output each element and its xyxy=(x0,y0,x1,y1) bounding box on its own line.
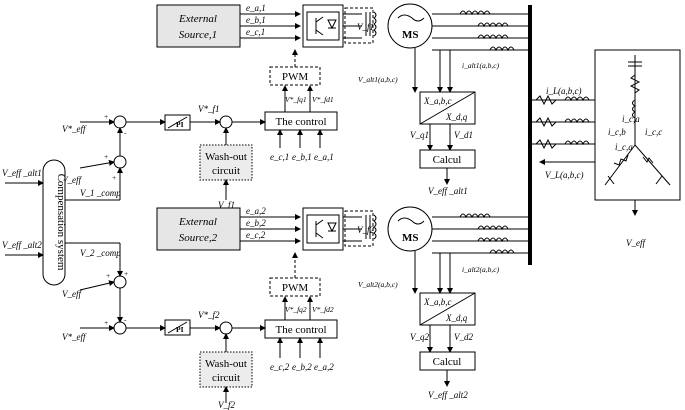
external-source-1-label-line1: External xyxy=(178,13,217,25)
vf1-ref-label: V*_f1 xyxy=(198,104,220,114)
vf1-bottom-label: V_f1 xyxy=(218,200,235,210)
washout-1-box xyxy=(199,144,253,181)
v-eff-alt1-label: V_eff _alt1 xyxy=(428,186,468,196)
i-ca-top-label: i_c,a xyxy=(622,114,640,124)
ms1-label: MS xyxy=(402,29,419,41)
v1-comp-label: V_1 _comp xyxy=(80,188,121,198)
ec2-label: e_c,2 xyxy=(270,362,290,372)
summer-6 xyxy=(219,321,233,335)
ms1-motor xyxy=(387,3,433,49)
vfq1-label: V*_fq1 xyxy=(285,95,307,104)
summer-3 xyxy=(219,115,233,129)
e-b2-label: e_b,2 xyxy=(246,218,266,228)
washout-2-box xyxy=(199,351,253,388)
pi-2-label: PI xyxy=(176,325,184,334)
transform2-xdq: X_d,q xyxy=(445,313,468,323)
v-eff-1: V_eff xyxy=(62,175,82,185)
v-eff-2: V_eff xyxy=(62,289,82,299)
calcul-2-label: Calcul xyxy=(433,356,462,368)
eb2-label: e_b,2 xyxy=(292,362,312,372)
v-eff-alt1-input: V_eff _alt1 xyxy=(2,168,42,178)
washout-2-line1: Wash-out xyxy=(205,358,247,370)
ms2-motor xyxy=(387,206,433,252)
v-eff-alt2-input: V_eff _alt2 xyxy=(2,240,42,250)
ea2-label: e_a,2 xyxy=(314,362,334,372)
ms1-sine-icon xyxy=(397,14,425,22)
v2-comp-label: V_2 _comp xyxy=(80,248,121,258)
ms2-label: MS xyxy=(402,232,419,244)
vf2-ref-label: V*_f2 xyxy=(198,310,220,320)
pwm-2-label: PWM xyxy=(282,282,309,294)
minus-2: - xyxy=(124,315,127,324)
vd2-label: V_d2 xyxy=(454,332,473,342)
compensation-system-box xyxy=(42,159,66,286)
ec1-label: e_c,1 xyxy=(270,152,289,162)
plus-3: + xyxy=(112,173,116,182)
vq1-label: V_q1 xyxy=(410,130,429,140)
vfq2-label: V*_fq2 xyxy=(285,305,307,314)
compensation-system-label: Compensation system xyxy=(55,174,67,271)
eb1-label: e_b,1 xyxy=(292,152,312,162)
plus-6: + xyxy=(104,318,108,327)
i-alt1-label: i_alt1(a,b,c) xyxy=(462,61,500,70)
e-a1-label: e_a,1 xyxy=(246,3,266,13)
load-box xyxy=(594,49,681,201)
ea1-label: e_a,1 xyxy=(314,152,334,162)
control-2-label: The control xyxy=(275,324,326,336)
external-source-2-label-line2: Source,2 xyxy=(179,232,218,244)
transform1-xabc: X_a,b,c xyxy=(423,96,452,106)
vq2-label: V_q2 xyxy=(410,332,429,342)
plus-2: + xyxy=(104,152,108,161)
pwm-1-label: PWM xyxy=(282,71,309,83)
minus-1: - xyxy=(124,128,127,137)
converter-2-inner xyxy=(306,214,340,244)
plus-1: + xyxy=(104,112,108,121)
i-alt2-label: i_alt2(a,b,c) xyxy=(462,265,500,274)
plus-4: + xyxy=(106,271,110,280)
summer-1 xyxy=(113,115,127,129)
v-load-label: V_L(a,b,c) xyxy=(545,170,584,180)
external-source-1-label-line2: Source,1 xyxy=(179,29,217,41)
v-alt1-label: V_alt1(a,b,c) xyxy=(358,75,398,84)
v-eff-ref-1: V*_eff xyxy=(62,124,87,134)
v-eff-ref-2: V*_eff xyxy=(62,332,87,342)
i-cc-label: i_c,c xyxy=(645,127,662,137)
vfd1-label: V*_fd1 xyxy=(312,95,334,104)
i-load-label: i_L(a,b,c) xyxy=(546,86,582,96)
ms2-sine-icon xyxy=(397,217,425,225)
external-source-2-label-line1: External xyxy=(178,216,217,228)
transform1-xdq: X_d,q xyxy=(445,112,468,122)
e-b1-label: e_b,1 xyxy=(246,15,266,25)
vf2-bottom-label: V_f2 xyxy=(218,400,235,410)
pi-1-label: PI xyxy=(176,120,184,129)
external-source-2-box xyxy=(156,207,241,251)
plus-5: + xyxy=(124,269,128,278)
e-a2-label: e_a,2 xyxy=(246,206,266,216)
v-eff-load-label: V_eff xyxy=(626,238,646,248)
calcul-1-label: Calcul xyxy=(433,154,462,166)
control-1-label: The control xyxy=(275,116,326,128)
i-ca-label: i_c,a xyxy=(615,142,633,152)
washout-1-line1: Wash-out xyxy=(205,151,247,163)
washout-2-line2: circuit xyxy=(212,372,240,384)
e-c1-label: e_c,1 xyxy=(246,27,265,37)
i-cb-label: i_c,b xyxy=(608,127,626,137)
v-alt2-label: V_alt2(a,b,c) xyxy=(358,280,398,289)
washout-1-line2: circuit xyxy=(212,165,240,177)
vd1-label: V_d1 xyxy=(454,130,473,140)
e-c2-label: e_c,2 xyxy=(246,230,266,240)
transform2-xabc: X_a,b,c xyxy=(423,297,452,307)
converter-1-inner xyxy=(306,11,340,41)
summer-2 xyxy=(113,155,127,169)
v-eff-alt2-label: V_eff _alt2 xyxy=(428,390,468,400)
vfd2-label: V*_fd2 xyxy=(312,305,334,314)
